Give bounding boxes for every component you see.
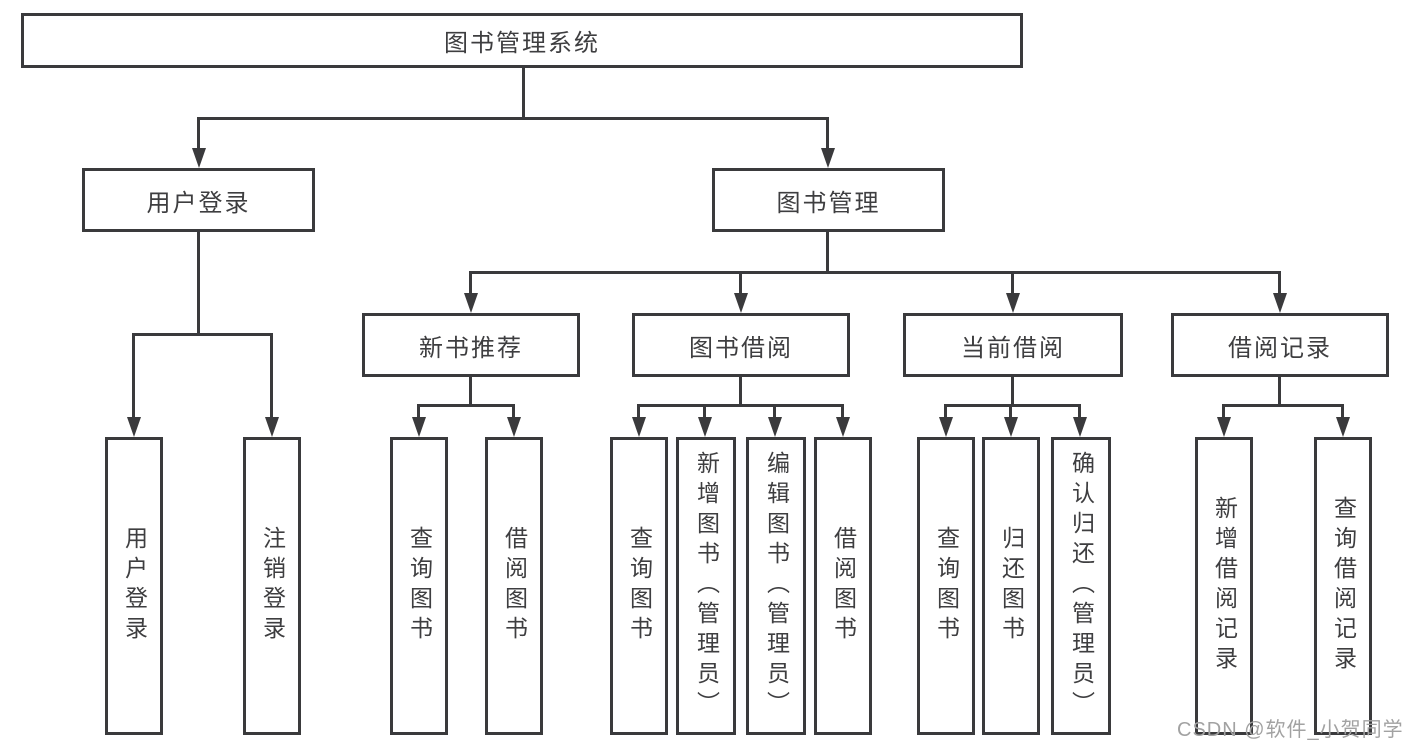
arrow-down-icon — [821, 148, 835, 168]
leaf-confirm-return-admin-label: 确认归还（管理员） — [1068, 451, 1095, 721]
leaf-edit-books-admin: 编辑图书（管理员） — [746, 437, 806, 735]
leaf-edit-books-admin-label: 编辑图书（管理员） — [763, 451, 790, 721]
connector-borrowing-drop — [739, 377, 742, 407]
connector-root-rail — [197, 117, 829, 120]
connector-stem-leaf — [417, 404, 420, 419]
arrow-down-icon — [939, 417, 953, 437]
arrow-down-icon — [1006, 293, 1020, 313]
leaf-add-borrow-record-label: 新增借阅记录 — [1211, 496, 1238, 676]
connector-stem-user-login — [197, 117, 200, 150]
connector-stem-leaf — [841, 404, 844, 419]
leaf-user-login: 用户登录 — [105, 437, 163, 735]
connector-current-drop — [1011, 377, 1014, 407]
node-borrowing-records-label: 借阅记录 — [1228, 334, 1332, 362]
node-current-borrowing-label: 当前借阅 — [961, 334, 1065, 362]
leaf-logout: 注销登录 — [243, 437, 301, 735]
leaf-query-books-1-label: 查询图书 — [406, 526, 433, 646]
leaf-add-books-admin: 新增图书（管理员） — [676, 437, 736, 735]
connector-stem-borrow-records — [1278, 271, 1281, 295]
connector-stem-leaf — [703, 404, 706, 419]
arrow-down-icon — [412, 417, 426, 437]
leaf-borrow-books-2: 借阅图书 — [814, 437, 872, 735]
node-borrowing-records: 借阅记录 — [1171, 313, 1389, 377]
connector-stem-leaf — [512, 404, 515, 419]
connector-borrowing-rail — [637, 404, 844, 407]
connector-current-rail — [944, 404, 1081, 407]
leaf-add-borrow-record: 新增借阅记录 — [1195, 437, 1253, 735]
leaf-borrow-books-1: 借阅图书 — [485, 437, 543, 735]
connector-userlogin-drop — [197, 232, 200, 336]
node-root-system: 图书管理系统 — [21, 13, 1023, 68]
connector-stem-current-borrow — [1011, 271, 1014, 295]
connector-root-drop — [522, 68, 525, 120]
connector-newbook-rail — [417, 404, 515, 407]
arrow-down-icon — [507, 417, 521, 437]
arrow-down-icon — [698, 417, 712, 437]
node-book-borrowing-label: 图书借阅 — [689, 334, 793, 362]
connector-stem-leaf — [944, 404, 947, 419]
node-book-borrowing: 图书借阅 — [632, 313, 850, 377]
node-book-management: 图书管理 — [712, 168, 945, 232]
node-root-label: 图书管理系统 — [444, 30, 600, 57]
node-new-book-recommend-label: 新书推荐 — [419, 334, 523, 362]
leaf-borrow-books-1-label: 借阅图书 — [501, 526, 528, 646]
arrow-down-icon — [1273, 293, 1287, 313]
node-new-book-recommend: 新书推荐 — [362, 313, 580, 377]
connector-newbook-drop — [469, 377, 472, 407]
node-user-login-label: 用户登录 — [146, 189, 251, 217]
arrow-down-icon — [734, 293, 748, 313]
csdn-watermark: CSDN @软件_小贺同学 — [1177, 719, 1404, 741]
connector-stem-login-leaf — [132, 333, 135, 418]
leaf-query-books-3-label: 查询图书 — [933, 526, 960, 646]
connector-stem-leaf — [1222, 404, 1225, 419]
connector-stem-new-book — [469, 271, 472, 295]
arrow-down-icon — [1073, 417, 1087, 437]
connector-stem-logout-leaf — [270, 333, 273, 418]
connector-stem-leaf — [1009, 404, 1012, 419]
leaf-user-login-label: 用户登录 — [121, 526, 148, 646]
leaf-query-borrow-record: 查询借阅记录 — [1314, 437, 1372, 735]
leaf-query-books-3: 查询图书 — [917, 437, 975, 735]
connector-stem-leaf — [637, 404, 640, 419]
leaf-return-books: 归还图书 — [982, 437, 1040, 735]
connector-stem-leaf — [1341, 404, 1344, 419]
leaf-query-borrow-record-label: 查询借阅记录 — [1330, 496, 1357, 676]
leaf-confirm-return-admin: 确认归还（管理员） — [1051, 437, 1111, 735]
arrow-down-icon — [1004, 417, 1018, 437]
leaf-query-books-2: 查询图书 — [610, 437, 668, 735]
connector-bookmgmt-rail — [469, 271, 1281, 274]
arrow-down-icon — [265, 417, 279, 437]
node-book-management-label: 图书管理 — [776, 189, 881, 217]
leaf-return-books-label: 归还图书 — [998, 526, 1025, 646]
leaf-query-books-2-label: 查询图书 — [626, 526, 653, 646]
leaf-borrow-books-2-label: 借阅图书 — [830, 526, 857, 646]
connector-stem-leaf — [773, 404, 776, 419]
connector-userlogin-rail — [132, 333, 273, 336]
connector-records-drop — [1278, 377, 1281, 407]
leaf-logout-label: 注销登录 — [259, 526, 286, 646]
arrow-down-icon — [192, 148, 206, 168]
connector-stem-leaf — [1078, 404, 1081, 419]
arrow-down-icon — [127, 417, 141, 437]
arrow-down-icon — [1336, 417, 1350, 437]
node-user-login: 用户登录 — [82, 168, 315, 232]
arrow-down-icon — [464, 293, 478, 313]
connector-stem-book-borrow — [739, 271, 742, 295]
arrow-down-icon — [836, 417, 850, 437]
leaf-add-books-admin-label: 新增图书（管理员） — [693, 451, 720, 721]
connector-stem-book-mgmt — [826, 117, 829, 150]
leaf-query-books-1: 查询图书 — [390, 437, 448, 735]
arrow-down-icon — [1217, 417, 1231, 437]
arrow-down-icon — [632, 417, 646, 437]
connector-bookmgmt-drop — [826, 232, 829, 274]
arrow-down-icon — [768, 417, 782, 437]
node-current-borrowing: 当前借阅 — [903, 313, 1123, 377]
connector-records-rail — [1222, 404, 1344, 407]
